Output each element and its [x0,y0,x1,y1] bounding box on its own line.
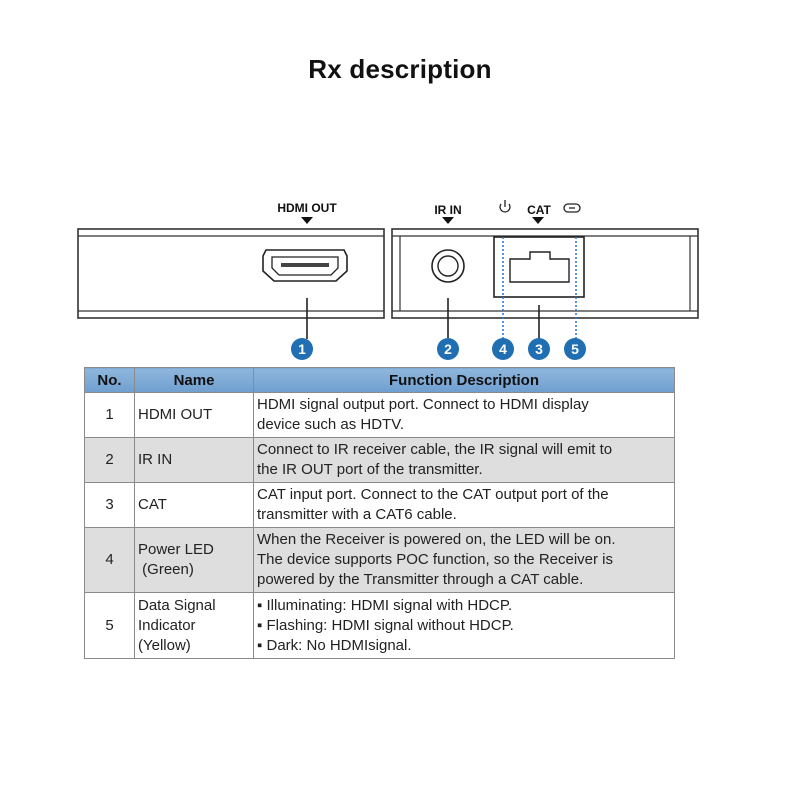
row-no: 2 [84,437,135,483]
name-line: HDMI OUT [138,406,213,423]
row-name: Data Signal Indicator (Yellow) [134,592,254,659]
link-icon [563,203,581,213]
callout-3: 3 [528,338,550,360]
row-description: HDMI signal output port. Connect to HDMI… [253,392,675,438]
row-name: Power LED (Green) [134,527,254,593]
callout-4: 4 [492,338,514,360]
row-no: 3 [84,482,135,528]
name-line: CAT [138,496,167,513]
row-name: CAT [134,482,254,528]
table-header-row: No. Name Function Description [84,367,675,393]
desc-line: transmitter with a CAT6 cable. [257,506,457,523]
name-line: (Green) [138,561,194,578]
desc-line: the IR OUT port of the transmitter. [257,461,483,478]
svg-text:3: 3 [535,341,543,357]
hdmi-port [262,249,348,282]
callout-5: 5 [564,338,586,360]
desc-line: HDMI signal output port. Connect to HDMI… [257,396,589,413]
row-description: CAT input port. Connect to the CAT outpu… [253,482,675,528]
desc-line: Connect to IR receiver cable, the IR sig… [257,441,613,458]
desc-line: ▪ Flashing: HDMI signal without HDCP. [257,616,514,634]
row-description: Connect to IR receiver cable, the IR sig… [253,437,675,483]
header-name: Name [134,367,254,393]
name-line: Power LED [138,541,214,558]
svg-text:2: 2 [444,341,452,357]
name-line: (Yellow) [138,636,191,654]
ir-in-label: IR IN [434,203,461,217]
row-description: ▪ Illuminating: HDMI signal with HDCP. ▪… [253,592,675,659]
svg-text:5: 5 [571,341,579,357]
cat-port [493,236,585,298]
header-function: Function Description [253,367,675,393]
header-no: No. [84,367,135,393]
row-no: 4 [84,527,135,593]
svg-text:4: 4 [499,341,507,357]
desc-line: ▪ Illuminating: HDMI signal with HDCP. [257,596,513,614]
table-row: 1 HDMI OUT HDMI signal output port. Conn… [84,392,675,438]
table-row: 4 Power LED (Green) When the Receiver is… [84,527,675,593]
row-description: When the Receiver is powered on, the LED… [253,527,675,593]
table-row: 3 CAT CAT input port. Connect to the CAT… [84,482,675,528]
power-icon [499,200,511,213]
row-name: HDMI OUT [134,392,254,438]
ir-in-jack [431,249,465,283]
callout-1: 1 [291,338,313,360]
desc-line: ▪ Dark: No HDMIsignal. [257,636,412,654]
desc-line: CAT input port. Connect to the CAT outpu… [257,486,609,503]
name-line: Indicator [138,616,196,634]
page-title: Rx description [308,54,492,84]
name-line: Data Signal [138,596,216,614]
function-table: No. Name Function Description 1 HDMI OUT… [84,367,675,659]
row-no: 1 [84,392,135,438]
svg-text:1: 1 [298,341,306,357]
desc-line: When the Receiver is powered on, the LED… [257,531,616,548]
rx-panel-diagram: HDMI OUT IR IN CAT 1 2 4 3 5 [77,200,699,360]
callout-2: 2 [437,338,459,360]
hdmi-out-label: HDMI OUT [277,201,337,215]
row-no: 5 [84,592,135,659]
row-name: IR IN [134,437,254,483]
table-row: 2 IR IN Connect to IR receiver cable, th… [84,437,675,483]
desc-line: device such as HDTV. [257,416,405,433]
table-row: 5 Data Signal Indicator (Yellow) ▪ Illum… [84,592,675,659]
cat-label: CAT [527,203,551,217]
name-line: IR IN [138,451,173,468]
desc-line: powered by the Transmitter through a CAT… [257,571,584,588]
desc-line: The device supports POC function, so the… [257,551,614,568]
